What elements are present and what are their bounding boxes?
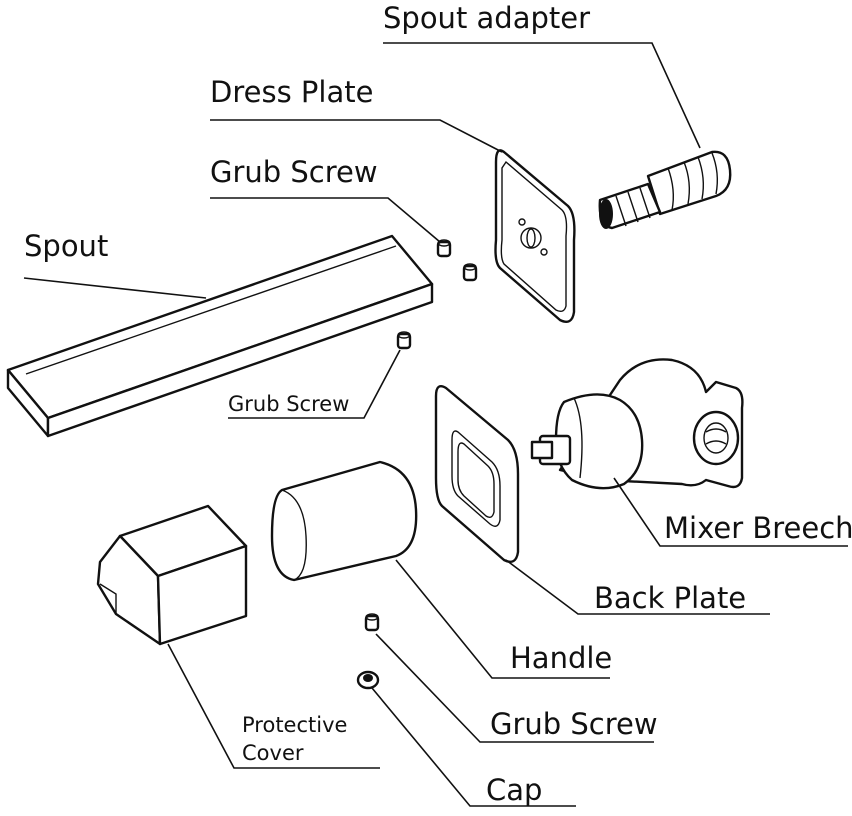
mixer-breech-label: Mixer Breech bbox=[664, 511, 852, 545]
grub-screw-mid-part bbox=[396, 331, 412, 350]
dress-plate-part bbox=[494, 149, 576, 323]
grub-screw-top-label: Grub Screw bbox=[210, 155, 378, 189]
handle-part bbox=[270, 460, 418, 582]
spout-label: Spout bbox=[24, 229, 108, 263]
grub-screw-mid-label: Grub Screw bbox=[228, 392, 349, 416]
handle-label: Handle bbox=[510, 641, 612, 675]
protective-cover-part bbox=[96, 504, 248, 646]
dress-plate-label: Dress Plate bbox=[210, 75, 373, 109]
grub-screw-bottom-label: Grub Screw bbox=[490, 707, 658, 741]
spout-part bbox=[6, 234, 434, 438]
spout-adapter-label: Spout adapter bbox=[383, 1, 590, 35]
back-plate-label: Back Plate bbox=[594, 581, 746, 615]
protective-cover-label-line1: Protective bbox=[242, 713, 347, 737]
grub-screw-top-part bbox=[436, 239, 478, 282]
mixer-breech-part bbox=[530, 358, 744, 490]
grub-screw-bottom-part bbox=[364, 613, 380, 632]
protective-cover-label-line2: Cover bbox=[242, 741, 304, 765]
cap-part bbox=[356, 670, 380, 690]
back-plate-part bbox=[434, 385, 520, 563]
cap-label: Cap bbox=[486, 773, 542, 807]
spout-adapter-part bbox=[598, 150, 732, 230]
